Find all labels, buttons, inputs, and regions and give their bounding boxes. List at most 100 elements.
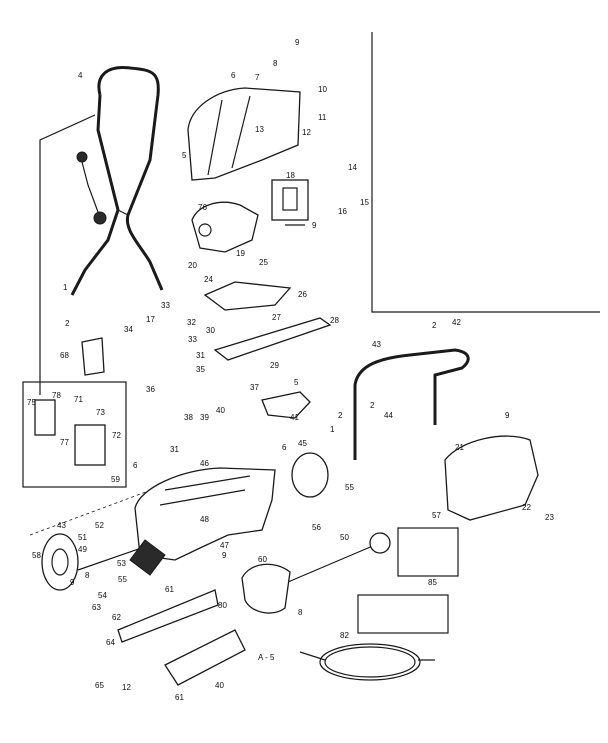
callout-76: 76	[198, 203, 207, 212]
callout-85: 85	[428, 578, 437, 587]
callout-58: 58	[32, 551, 41, 560]
callout-55: 55	[345, 483, 354, 492]
callout-51: 51	[78, 533, 87, 542]
callout-19: 19	[236, 249, 245, 258]
callout-33a: 33	[161, 301, 170, 310]
callout-28: 28	[330, 316, 339, 325]
callout-50: 50	[340, 533, 349, 542]
callout-5a: 5	[182, 151, 187, 160]
axle-50	[287, 532, 391, 583]
callout-22: 22	[522, 503, 531, 512]
bracket-70	[34, 399, 56, 436]
pulley-43	[41, 533, 79, 591]
callout-32: 32	[187, 318, 196, 327]
callout-71: 71	[74, 395, 83, 404]
engine-76	[191, 201, 259, 253]
left-frame	[39, 114, 96, 308]
callout-13: 13	[255, 125, 264, 134]
switch-box-73	[74, 424, 106, 466]
callout-9e: 9	[70, 578, 75, 587]
callout-15: 15	[360, 198, 369, 207]
callout-64: 64	[106, 638, 115, 647]
handle-assembly	[70, 65, 164, 296]
callout-6b: 6	[282, 443, 287, 452]
callout-75: 75	[27, 398, 36, 407]
callout-47: 47	[220, 541, 229, 550]
callout-labels: 9 6 7 8 10 4 11 13 12 5 14 18 15 16 76 9…	[27, 38, 554, 702]
callout-49: 49	[78, 545, 87, 554]
impeller	[129, 539, 166, 576]
callout-2a: 2	[65, 319, 70, 328]
callout-9d: 9	[222, 551, 227, 560]
callout-52: 52	[95, 521, 104, 530]
callout-38: 38	[184, 413, 193, 422]
callout-17: 17	[146, 315, 155, 324]
cover-69	[241, 563, 291, 614]
callout-46: 46	[200, 459, 209, 468]
callout-42: 42	[452, 318, 461, 327]
callout-37: 37	[250, 383, 259, 392]
callout-10: 10	[318, 85, 327, 94]
callout-9a: 9	[295, 38, 300, 47]
callout-6: 6	[231, 71, 236, 80]
callout-12b: 12	[122, 683, 131, 692]
callout-6c: 6	[133, 461, 138, 470]
callout-8b: 8	[85, 571, 90, 580]
callout-73: 73	[96, 408, 105, 417]
callout-9c: 9	[505, 411, 510, 420]
callout-20: 20	[188, 261, 197, 270]
callout-31a: 31	[196, 351, 205, 360]
plate-26	[203, 281, 292, 311]
callout-21: 21	[455, 443, 464, 452]
callout-5b: 5	[294, 378, 299, 387]
callout-8: 8	[273, 59, 278, 68]
callout-33b: 33	[188, 335, 197, 344]
callout-55b: 55	[118, 575, 127, 584]
callout-41: 41	[290, 413, 299, 422]
callout-61a: 61	[165, 585, 174, 594]
callout-80: 80	[218, 601, 227, 610]
chute-68	[81, 337, 105, 376]
callout-2c: 2	[338, 411, 343, 420]
callout-43b: 43	[57, 521, 66, 530]
callout-40-bottom: 40	[215, 681, 224, 690]
callout-34: 34	[124, 325, 133, 334]
callout-23: 23	[545, 513, 554, 522]
callout-2d: 2	[370, 401, 375, 410]
callout-30: 30	[206, 326, 215, 335]
callout-54: 54	[98, 591, 107, 600]
callout-1: 1	[63, 283, 68, 292]
callout-11: 11	[318, 113, 327, 122]
scraper-bar-61b	[164, 629, 246, 686]
callout-18: 18	[286, 171, 295, 180]
callout-60: 60	[258, 555, 267, 564]
callout-48: 48	[200, 515, 209, 524]
callout-27: 27	[272, 313, 281, 322]
callout-39: 39	[200, 413, 209, 422]
housing-cover-21	[444, 435, 539, 521]
callout-26: 26	[298, 290, 307, 299]
callout-44: 44	[384, 411, 393, 420]
callout-8c: 8	[298, 608, 303, 617]
callout-82: 82	[340, 631, 349, 640]
upper-right-frame	[371, 32, 600, 313]
callout-a5: A - 5	[258, 653, 275, 662]
bracket-18	[271, 179, 309, 226]
callout-63: 63	[92, 603, 101, 612]
callout-77: 77	[60, 438, 69, 447]
parts-box-57	[397, 527, 459, 577]
callout-31b: 31	[170, 445, 179, 454]
callout-7: 7	[255, 73, 260, 82]
callout-2b: 2	[432, 321, 437, 330]
handle-right-43	[353, 348, 470, 460]
callout-57: 57	[432, 511, 441, 520]
parts-box-75	[22, 381, 127, 488]
parts-box-85	[357, 594, 449, 634]
callout-12: 12	[302, 128, 311, 137]
power-cord-83	[299, 643, 435, 681]
plate-28	[213, 317, 332, 361]
callout-59: 59	[111, 475, 120, 484]
callout-68: 68	[60, 351, 69, 360]
bracket-41	[261, 391, 311, 419]
